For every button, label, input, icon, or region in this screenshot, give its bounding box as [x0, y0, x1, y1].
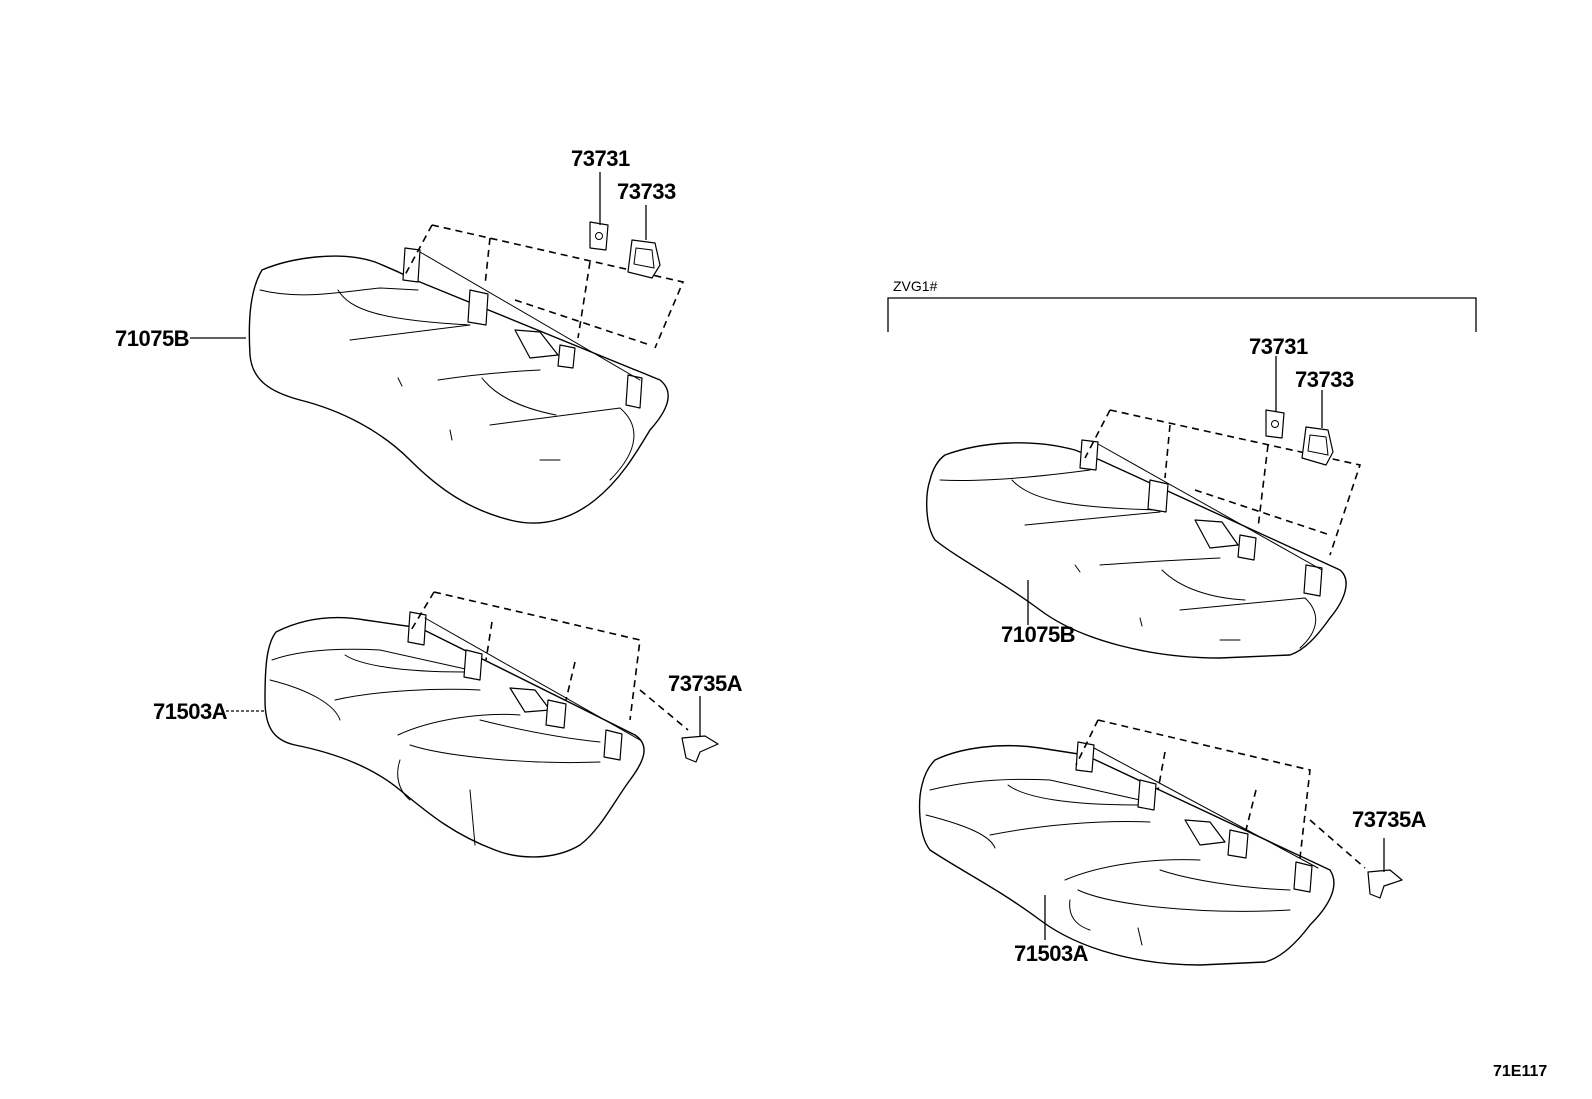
right-seat-cushion-pad[interactable]: [926, 409, 1362, 659]
left-label-71503a: 71503A: [153, 699, 228, 724]
left-label-71075b: 71075B: [115, 326, 189, 351]
right-label-73731: 73731: [1249, 334, 1308, 359]
left-clip-73731[interactable]: [589, 172, 609, 251]
right-seat-cushion-cover[interactable]: [918, 719, 1366, 966]
reference-code: 71E117: [1493, 1063, 1547, 1080]
right-label-71503a: 71503A: [1014, 941, 1089, 966]
right-hook-73735a[interactable]: [1367, 838, 1403, 899]
right-label-71075b: 71075B: [1001, 622, 1075, 647]
right-clip-73733[interactable]: [1301, 390, 1334, 466]
left-clip-73733[interactable]: [627, 205, 661, 279]
left-hook-73735a[interactable]: [681, 696, 719, 763]
left-label-73731: 73731: [571, 146, 630, 171]
left-group: 73731 73733 71075B 71503A 73735A: [115, 146, 743, 858]
left-label-73735a: 73735A: [668, 671, 743, 696]
right-clip-73731[interactable]: [1265, 356, 1285, 439]
right-label-73735a: 73735A: [1352, 807, 1427, 832]
left-label-73733: 73733: [617, 179, 676, 204]
left-seat-cushion-pad[interactable]: [248, 224, 685, 524]
left-seat-cushion-cover[interactable]: [264, 591, 689, 858]
right-group: ZVG1#: [887, 278, 1477, 966]
right-label-73733: 73733: [1295, 367, 1354, 392]
group-bracket: ZVG1#: [887, 278, 1477, 332]
group-label-zvg1: ZVG1#: [893, 278, 938, 294]
